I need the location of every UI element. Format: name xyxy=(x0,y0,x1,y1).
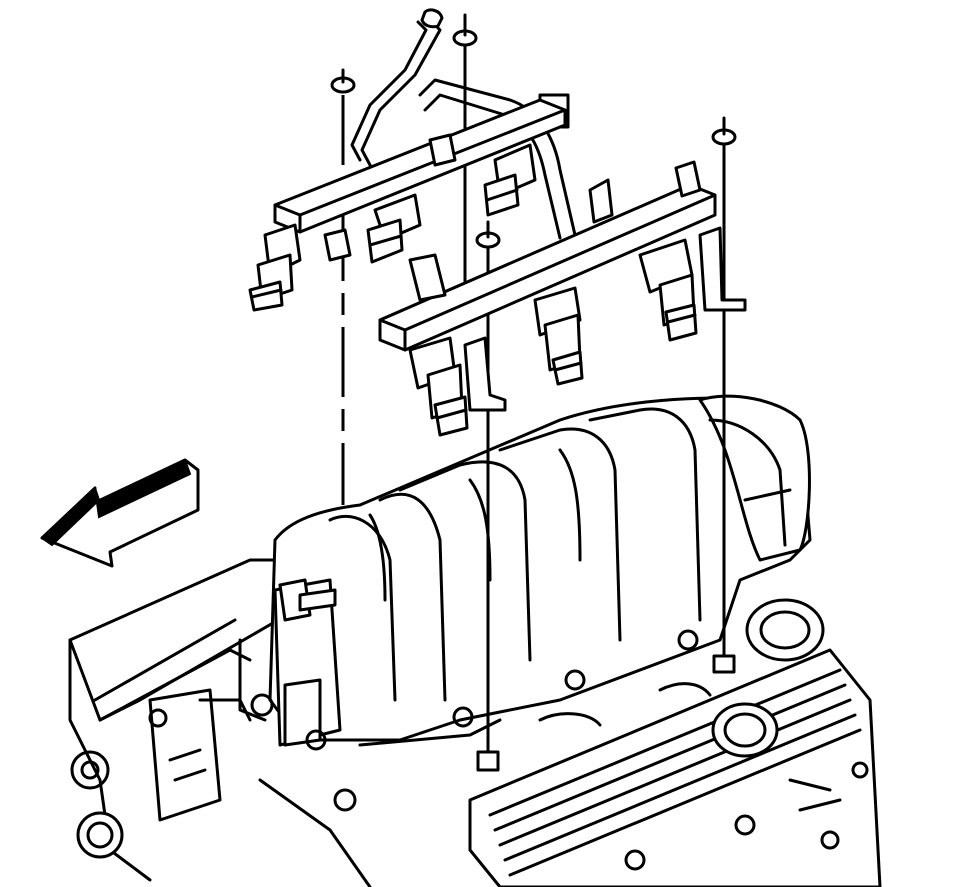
stud-nut-4 xyxy=(711,116,737,146)
stud-nut-1 xyxy=(330,68,356,94)
valve-cover xyxy=(468,598,882,887)
injector-6 xyxy=(638,238,698,342)
fuel-rail-front xyxy=(378,160,747,412)
fuel-rail-rear xyxy=(273,98,614,262)
injector-4 xyxy=(408,336,469,437)
upper-intake-manifold xyxy=(238,394,812,751)
injector-1 xyxy=(248,223,302,312)
injector-3 xyxy=(483,143,537,217)
injector-5 xyxy=(533,286,584,386)
front-arrow-icon xyxy=(40,458,200,568)
stud-base-1 xyxy=(476,750,500,772)
engine-block xyxy=(68,558,372,887)
stud-nut-3 xyxy=(475,220,501,249)
stud-base-2 xyxy=(712,654,736,674)
fuel-injectors xyxy=(248,143,698,437)
injector-2 xyxy=(366,193,422,264)
alignment-lines xyxy=(341,38,726,762)
fasteners xyxy=(330,13,737,772)
stud-nut-2 xyxy=(452,13,478,47)
